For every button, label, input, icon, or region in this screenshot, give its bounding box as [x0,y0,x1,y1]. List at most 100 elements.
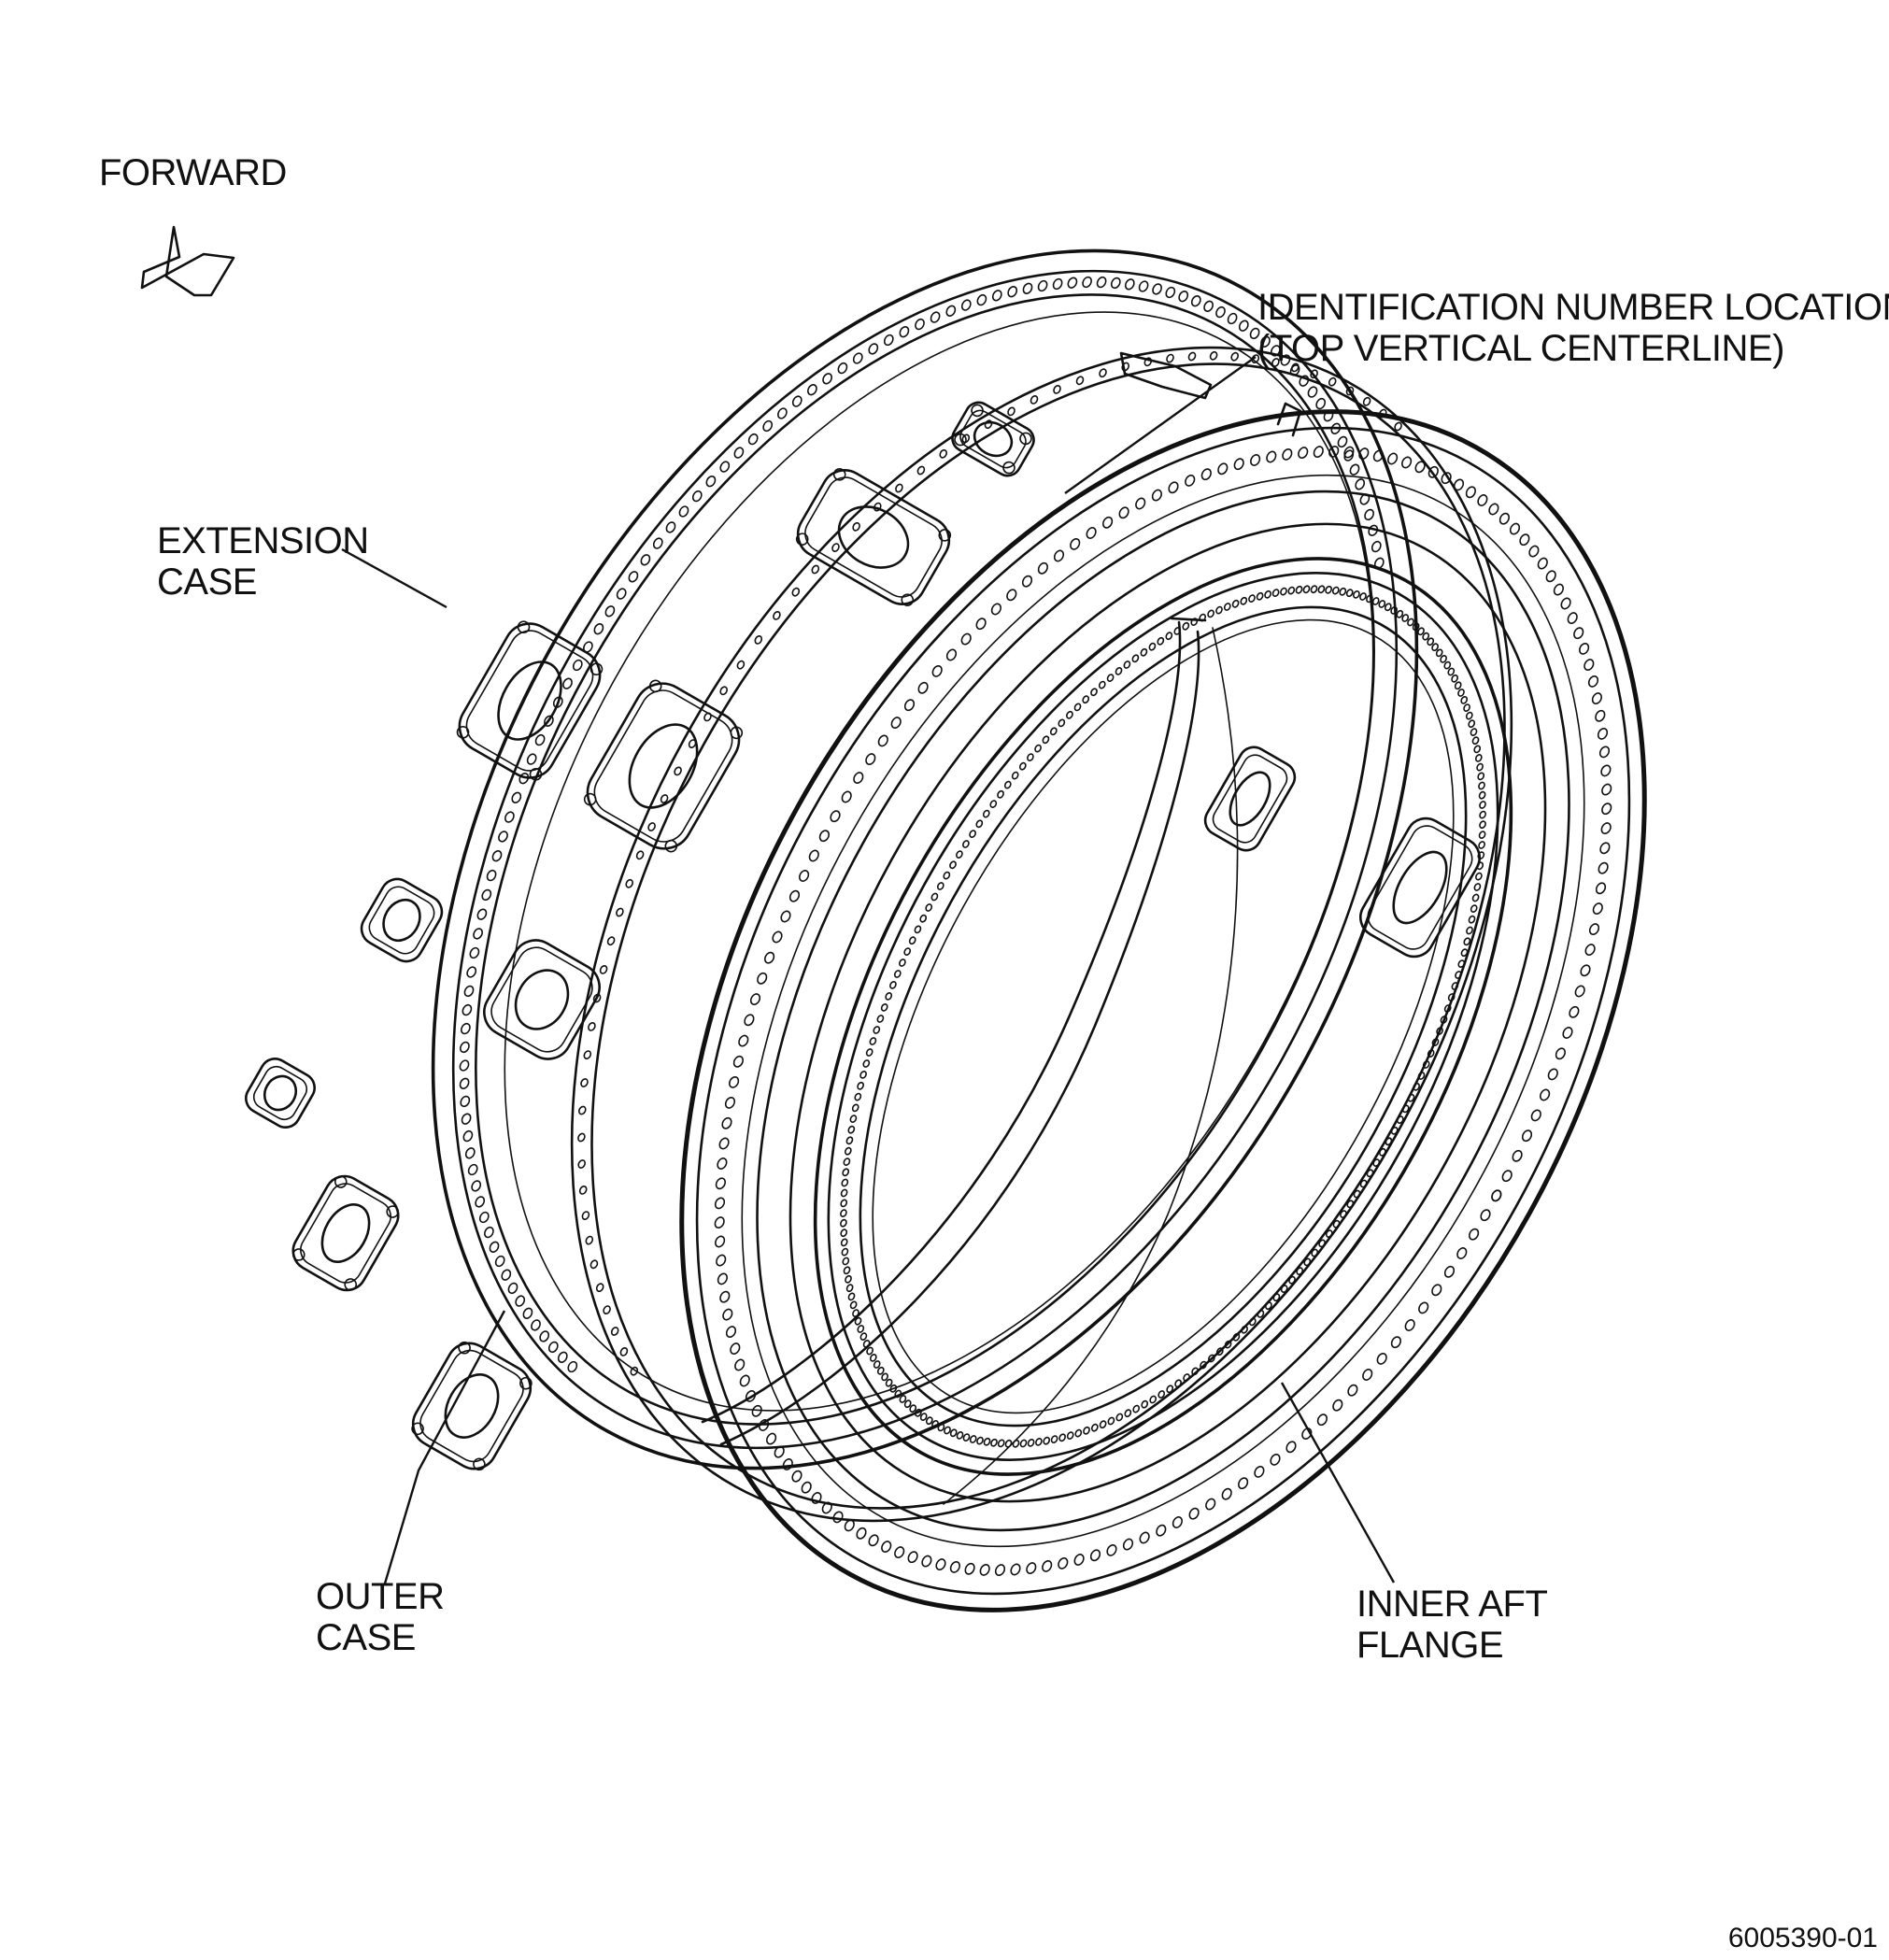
bolt-hole [1053,549,1065,562]
bolt-hole [1501,1170,1513,1183]
bolt-hole [674,766,682,776]
bolt-hole [798,870,810,882]
bolt-hole [1598,746,1611,759]
bolt-hole [1115,667,1123,675]
bolt-hole [919,1413,928,1421]
port-boss [360,877,444,963]
bolt-hole [1468,719,1476,729]
bolt-hole [840,1209,847,1217]
bolt-hole [1414,461,1426,474]
bolt-hole [604,605,616,618]
bolt-hole [647,822,656,831]
bolt-hole [1349,463,1360,476]
bolt-hole [460,1095,471,1108]
outer-case-label-line2: CASE [316,1617,416,1658]
bolt-hole [1011,771,1019,780]
bolt-hole [577,1132,586,1143]
bolt-hole [1355,478,1366,490]
bolt-hole [1332,1399,1343,1412]
bolt-hole [1477,494,1488,506]
bolt-hole [507,1282,518,1295]
bolt-hole [1165,632,1173,641]
bolt-hole [885,992,893,1001]
figure-number: 6005390-01 [1728,1923,1878,1953]
bolt-hole [1227,312,1238,325]
bolt-hole [782,1458,793,1470]
bolt-hole [1090,1423,1099,1432]
bolt-hole [1465,486,1477,499]
bolt-hole [1310,585,1318,594]
bolt-hole [1053,385,1061,394]
bolt-hole [773,611,781,620]
bolt-hole [640,554,651,566]
bolt-hole [765,1432,777,1445]
port-boss [245,1058,316,1129]
bolt-hole [1465,711,1473,720]
bolt-hole [473,928,483,940]
bolt-hole [915,1408,922,1417]
bolt-hole [498,831,508,843]
bolt-hole [1460,696,1469,704]
bolt-hole [603,1305,611,1314]
bolt-hole [1107,1416,1115,1426]
bolt-hole [1325,585,1332,594]
bolt-hole [841,790,852,803]
bolt-hole [1249,327,1260,340]
bolt-hole [606,936,616,946]
bolt-hole [903,699,916,712]
bolt-hole [494,1255,505,1268]
bolt-hole [763,951,775,964]
bolt-hole [1478,781,1485,790]
bolt-hole [1200,468,1212,481]
bolt-hole [1249,454,1261,466]
bolt-hole [845,1136,854,1145]
bolt-hole [1343,446,1355,459]
bolt-hole [1457,959,1466,968]
bolt-hole [1417,627,1425,636]
bolt-hole [1443,660,1452,670]
bolt-hole [1404,1319,1415,1331]
bolt-hole [1562,1027,1573,1039]
bolt-hole [1207,609,1214,618]
bolt-hole [1208,1354,1215,1363]
bolt-hole [1353,590,1360,599]
bolt-hole [1122,1538,1134,1551]
bolt-hole [1390,1126,1399,1135]
bolt-hole [881,1372,888,1382]
inner-aft-flange-label-line1: INNER AFT [1356,1584,1547,1625]
bolt-hole [491,850,503,862]
inner-aft-flange-leader [1280,1382,1396,1584]
bolt-hole [728,1075,740,1088]
bolt-hole [1440,655,1447,663]
bolt-hole [1584,944,1596,957]
inner-aft-flange [813,557,1513,1476]
bolt-hole [899,959,906,967]
bolt-hole [1328,376,1337,387]
bolt-hole [1362,396,1371,406]
bolt-hole [843,1266,851,1275]
bolt-hole [714,1216,725,1229]
bolt-hole [1241,1325,1248,1334]
extension-case-label-line1: EXTENSION [157,520,369,561]
bolt-hole [1390,1336,1402,1349]
bolt-hole [466,966,477,978]
bolt-hole [1466,926,1473,935]
bolt-hole [1037,561,1049,575]
bolt-hole [949,860,957,870]
bolt-hole [717,1158,728,1170]
bolt-hole [774,1445,785,1458]
bolt-hole [463,985,475,998]
bolt-hole [1285,1441,1297,1454]
bolt-hole [1217,462,1229,476]
port-boss [1203,746,1297,852]
bolt-hole [1240,596,1248,605]
bolt-hole [1132,1404,1141,1413]
bolt-hole [539,1330,550,1342]
bolt-hole [1106,1543,1117,1556]
bolt-hole [869,1037,877,1045]
bolt-hole [705,476,717,488]
port-boss [456,620,604,781]
bolt-hole [1584,659,1595,672]
bolt-hole [719,686,728,696]
bolt-hole [1248,1317,1257,1327]
